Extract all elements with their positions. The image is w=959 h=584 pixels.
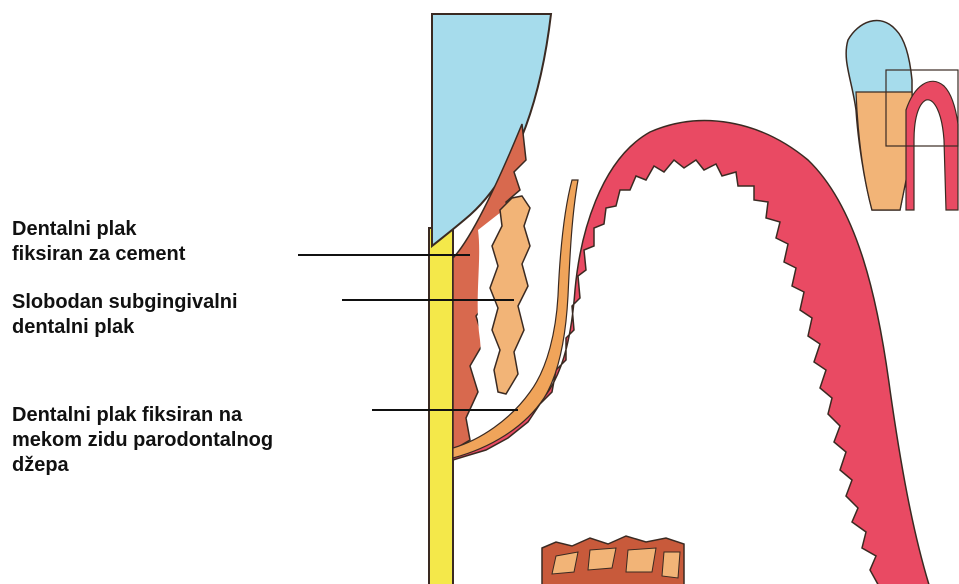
label-line: dentalni plak [12, 315, 238, 340]
alveolar-bone [542, 536, 684, 584]
label-line: Slobodan subgingivalni [12, 290, 238, 315]
label-line: mekom zidu parodontalnog [12, 428, 273, 453]
label-line: Dentalni plak fiksiran na [12, 403, 273, 428]
tooth-inset-icon [846, 21, 958, 210]
label-plaque-fixed-soft-wall: Dentalni plak fiksiran na mekom zidu par… [12, 403, 273, 478]
tooth-root-cementum [429, 228, 453, 584]
label-line: fiksiran za cement [12, 242, 185, 267]
label-line: džepa [12, 453, 273, 478]
gingiva-tissue [453, 121, 930, 584]
label-line: Dentalni plak [12, 217, 185, 242]
label-plaque-free-subgingival: Slobodan subgingivalni dentalni plak [12, 290, 238, 340]
label-plaque-fixed-cement: Dentalni plak fiksiran za cement [12, 217, 185, 267]
